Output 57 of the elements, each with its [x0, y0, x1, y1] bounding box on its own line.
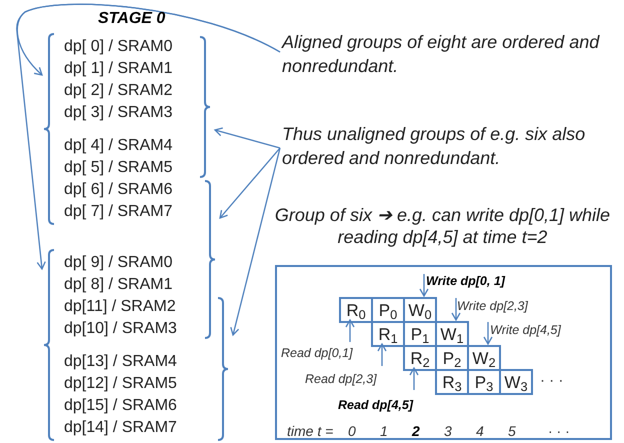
pipeline-cell: W$_{3}$	[499, 369, 533, 395]
pipeline-cell: W$_{1}$	[435, 321, 469, 347]
memory-row-text: dp[ 7] / SRAM7	[64, 202, 172, 222]
time-axis-text: 0	[348, 422, 356, 441]
memory-row-text: dp[11] / SRAM2	[64, 297, 176, 317]
memory-row-text: dp[13] / SRAM4	[64, 352, 177, 372]
arrow	[16, 4, 280, 270]
curly-brace	[218, 297, 230, 441]
pipeline-cell: R$_{2}$	[403, 345, 437, 371]
memory-row-text: dp[ 9] / SRAM0	[64, 253, 172, 273]
timing-diagram-panel	[275, 265, 612, 440]
arrow	[419, 274, 429, 297]
edge-label: Read dp[4,5]	[338, 397, 414, 413]
note-text: Group of six ➔ e.g. can write dp[0,1] while reading dp[4,5] at time t=2	[274, 204, 612, 248]
time-axis-text: 2	[412, 422, 420, 441]
memory-row-text: dp[ 4] / SRAM4	[64, 136, 172, 156]
ellipsis: · · ·	[548, 422, 570, 441]
curly-brace	[205, 180, 217, 339]
memory-row-text: dp[12] / SRAM5	[64, 374, 177, 394]
memory-row-text: dp[10] / SRAM3	[64, 319, 177, 339]
arrow	[219, 148, 280, 219]
annotation-text: Aligned groups of eight are ordered and nonredundant.	[282, 30, 612, 80]
time-axis-text: 3	[444, 422, 452, 441]
edge-label: Write dp[0, 1]	[426, 273, 505, 289]
memory-row-text: dp[ 0] / SRAM0	[64, 37, 172, 57]
edge-label: Read dp[0,1]	[281, 345, 353, 361]
memory-row-text: dp[ 5] / SRAM5	[64, 158, 172, 178]
time-axis-text: 5	[508, 422, 516, 441]
pipeline-cell: R$_{1}$	[371, 321, 405, 347]
memory-row-text: dp[ 6] / SRAM6	[64, 180, 172, 200]
arrow	[345, 319, 355, 342]
memory-row-text: dp[ 2] / SRAM2	[64, 81, 172, 101]
annotation-text: Thus unaligned groups of e.g. six also ordered and nonredundant.	[282, 122, 612, 172]
edge-label: Write dp[4,5]	[490, 322, 561, 338]
curly-brace	[200, 36, 212, 178]
ellipsis: · · ·	[540, 371, 564, 391]
memory-row-text: dp[ 3] / SRAM3	[64, 103, 172, 123]
time-axis-text: 4	[476, 422, 484, 441]
edge-label: Read dp[2,3]	[305, 371, 377, 387]
arrow	[409, 367, 419, 390]
pipeline-cell: W$_{2}$	[467, 345, 501, 371]
pipeline-cell: W$_{0}$	[403, 297, 437, 323]
memory-row-text: dp[15] / SRAM6	[64, 396, 177, 416]
edge-label: Write dp[2,3]	[457, 298, 528, 314]
stage-heading: STAGE 0	[98, 9, 166, 29]
arrow	[483, 322, 493, 345]
memory-row-text: dp[ 8] / SRAM1	[64, 275, 172, 295]
time-axis-text: 1	[380, 422, 388, 441]
memory-row-text: dp[ 1] / SRAM1	[64, 59, 172, 79]
arrow	[451, 298, 461, 321]
time-axis-text: time t =	[287, 422, 334, 441]
memory-row-text: dp[14] / SRAM7	[64, 418, 177, 438]
pipeline-cell: R$_{0}$	[339, 297, 373, 323]
arrow	[214, 127, 280, 149]
pipeline-cell: R$_{3}$	[435, 369, 469, 395]
arrow	[230, 148, 281, 336]
arrow	[377, 343, 387, 366]
